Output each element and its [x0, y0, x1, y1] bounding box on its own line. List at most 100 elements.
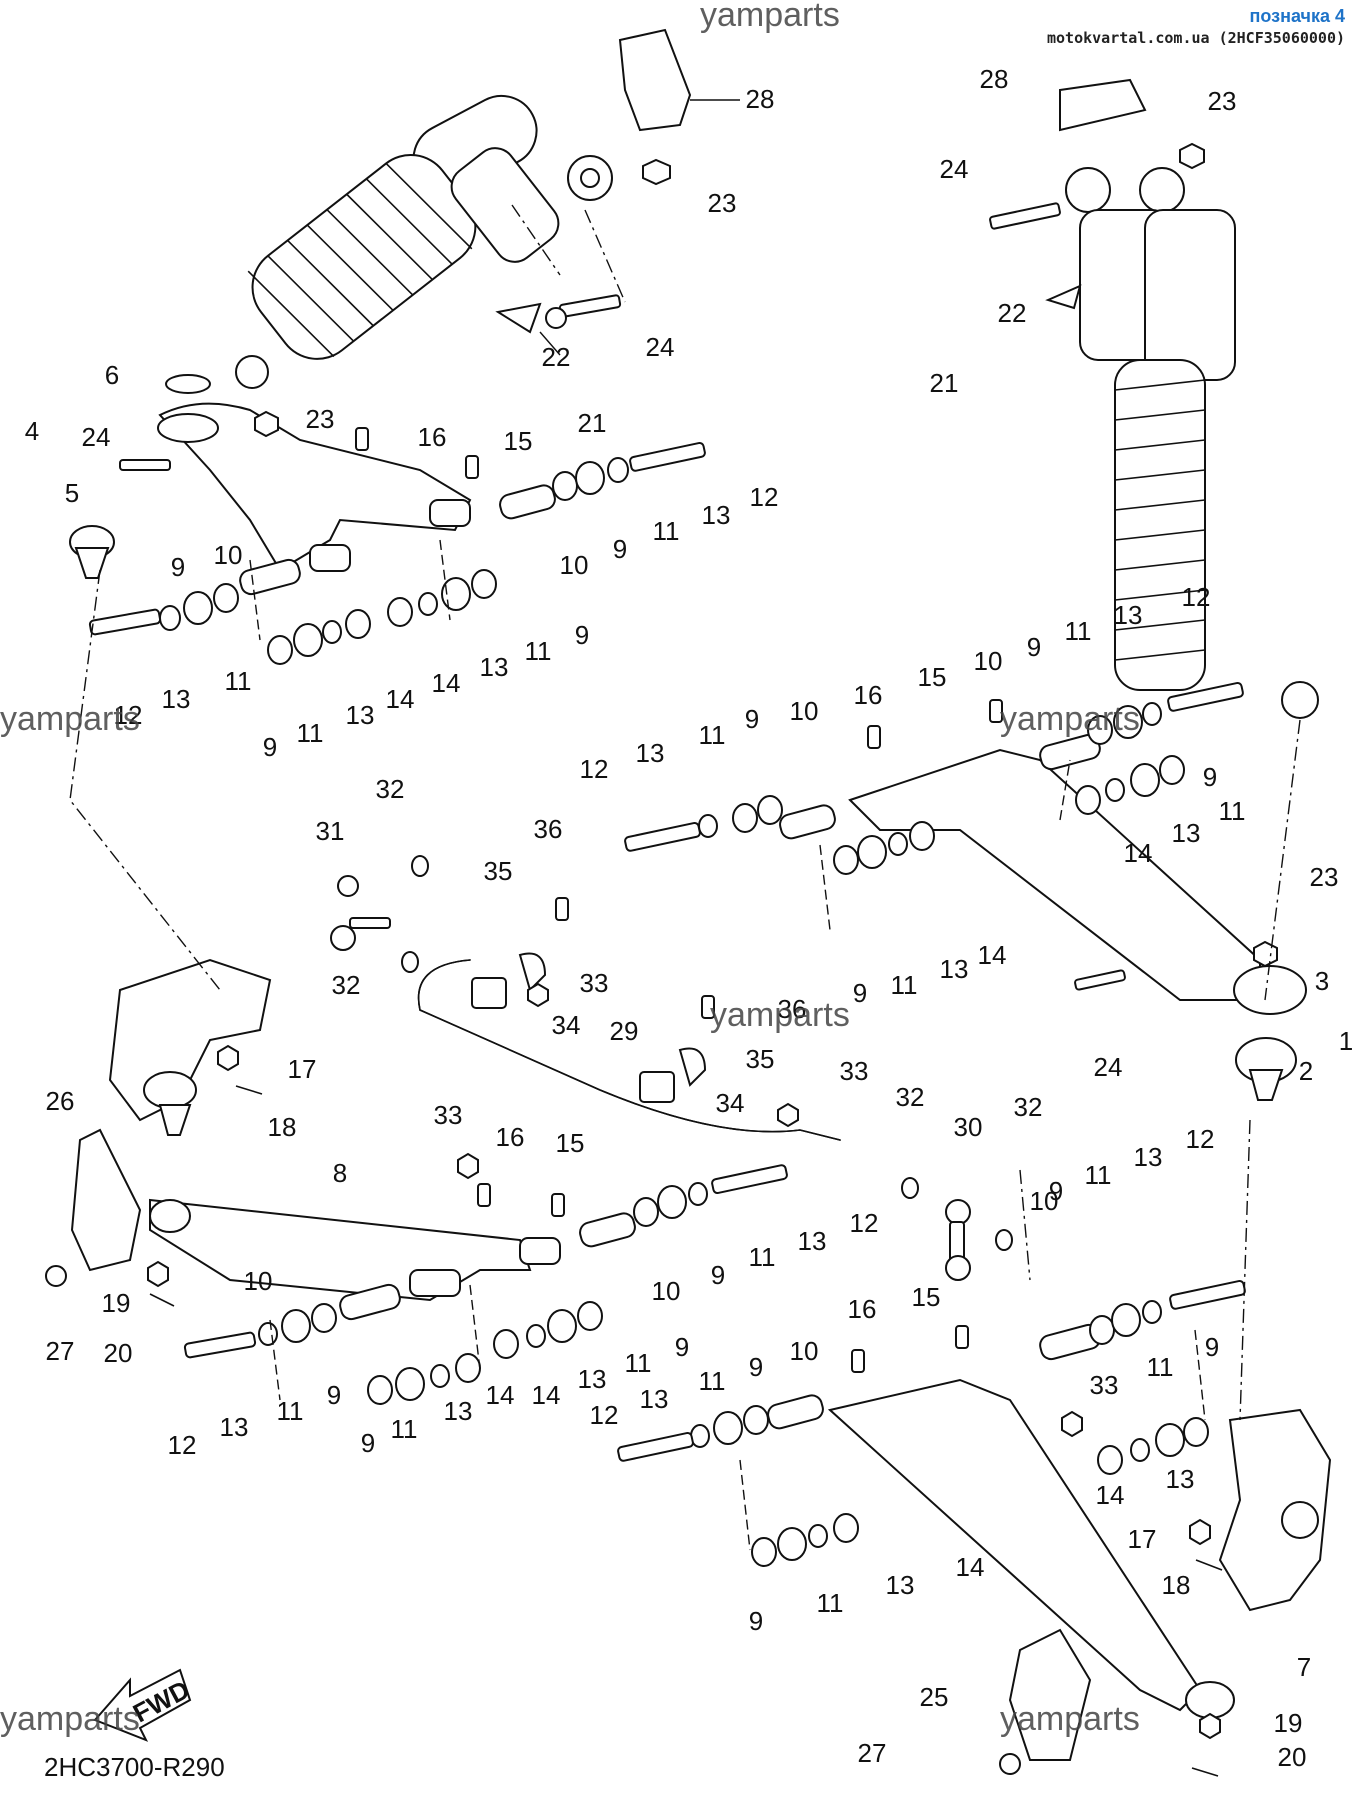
page-title: позначка 4	[1249, 6, 1346, 26]
watermark: yamparts	[1000, 1700, 1140, 1738]
callout-number: 12	[590, 1400, 619, 1430]
callout-number: 27	[46, 1336, 75, 1366]
callout-number: 29	[610, 1016, 639, 1046]
callout-number: 13	[940, 954, 969, 984]
callout-number: 33	[434, 1100, 463, 1130]
callout-number: 13	[636, 738, 665, 768]
callout-number: 11	[699, 1366, 726, 1396]
callout-number: 10	[214, 540, 243, 570]
callout-number: 16	[848, 1294, 877, 1324]
callout-number: 24	[1094, 1052, 1123, 1082]
callout-number: 12	[1182, 582, 1211, 612]
callout-number: 12	[850, 1208, 879, 1238]
callout-number: 13	[220, 1412, 249, 1442]
callout-number: 11	[1085, 1160, 1112, 1190]
callout-number: 13	[640, 1384, 669, 1414]
watermark: yamparts	[1000, 700, 1140, 738]
callout-number: 13	[346, 700, 375, 730]
watermark: yamparts	[700, 0, 840, 34]
watermark: yamparts	[0, 1700, 140, 1738]
callout-number: 9	[171, 552, 185, 582]
callout-number: 11	[277, 1396, 304, 1426]
lower-a-arm-left	[45, 569, 788, 1405]
callout-number: 7	[1297, 1652, 1311, 1682]
callout-number: 3	[1315, 966, 1329, 996]
callout-number: 13	[798, 1226, 827, 1256]
callout-number: 12	[1186, 1124, 1215, 1154]
callout-number: 16	[854, 680, 883, 710]
callout-number: 14	[532, 1380, 561, 1410]
callout-number: 9	[675, 1332, 689, 1362]
callout-number: 19	[1274, 1708, 1303, 1738]
callout-number: 9	[749, 1606, 763, 1636]
callout-number: 28	[980, 64, 1009, 94]
watermark: yamparts	[710, 996, 850, 1034]
callout-number: 27	[858, 1738, 887, 1768]
shock-absorber-front-left	[235, 28, 740, 389]
callout-number: 13	[1172, 818, 1201, 848]
callout-number: 9	[575, 620, 589, 650]
callout-number: 14	[1096, 1480, 1125, 1510]
callout-number: 16	[418, 422, 447, 452]
callout-number: 32	[896, 1082, 925, 1112]
callout-number: 4	[25, 416, 39, 446]
diagram-code: 2HC3700-R290	[44, 1752, 225, 1782]
callout-number: 13	[886, 1570, 915, 1600]
callout-number: 24	[82, 422, 111, 452]
callout-number: 13	[1134, 1142, 1163, 1172]
callout-number: 15	[912, 1282, 941, 1312]
callout-number: 17	[1128, 1524, 1157, 1554]
callout-number: 21	[930, 368, 959, 398]
callout-number: 13	[480, 652, 509, 682]
callout-number: 11	[297, 718, 324, 748]
callout-number: 11	[653, 516, 680, 546]
callout-number: 24	[940, 154, 969, 184]
callout-number: 10	[790, 696, 819, 726]
callout-number: 10	[790, 1336, 819, 1366]
callout-number: 10	[652, 1276, 681, 1306]
lower-a-arm-right	[617, 719, 1332, 1777]
callout-number: 9	[1049, 1176, 1063, 1206]
callout-number: 24	[646, 332, 675, 362]
callout-number: 11	[817, 1588, 844, 1618]
callout-number: 1	[1339, 1026, 1353, 1056]
callout-number: 13	[578, 1364, 607, 1394]
callout-number: 14	[432, 668, 461, 698]
callout-number: 13	[162, 684, 191, 714]
callout-number: 14	[956, 1552, 985, 1582]
callout-number: 14	[978, 940, 1007, 970]
callout-number: 11	[891, 970, 918, 1000]
header-label: позначка 4 motokvartal.com.ua (2HCF35060…	[1047, 6, 1345, 47]
callout-number: 13	[1166, 1464, 1195, 1494]
callout-number: 22	[998, 298, 1027, 328]
callout-number: 8	[333, 1158, 347, 1188]
callout-number: 28	[746, 84, 775, 114]
callout-number: 6	[105, 360, 119, 390]
callout-number: 14	[386, 684, 415, 714]
callout-number: 9	[1027, 632, 1041, 662]
callout-number: 11	[225, 666, 252, 696]
callout-number: 9	[711, 1260, 725, 1290]
callout-number: 31	[316, 816, 345, 846]
callout-number: 33	[840, 1056, 869, 1086]
callout-number: 9	[613, 534, 627, 564]
callout-number: 18	[1162, 1570, 1191, 1600]
watermark: yamparts	[0, 700, 140, 738]
callout-number: 11	[749, 1242, 776, 1272]
callout-number: 9	[745, 704, 759, 734]
callout-number: 15	[918, 662, 947, 692]
callout-number: 36	[778, 994, 807, 1024]
callout-number: 23	[708, 188, 737, 218]
callout-number: 25	[920, 1682, 949, 1712]
callout-number: 5	[65, 478, 79, 508]
callout-number: 9	[327, 1380, 341, 1410]
callout-number: 12	[168, 1430, 197, 1460]
callout-number: 36	[534, 814, 563, 844]
callout-number: 10	[244, 1266, 273, 1296]
callout-number: 11	[625, 1348, 652, 1378]
callout-number: 9	[1203, 762, 1217, 792]
callout-number: 33	[1090, 1370, 1119, 1400]
callout-number: 34	[552, 1010, 581, 1040]
